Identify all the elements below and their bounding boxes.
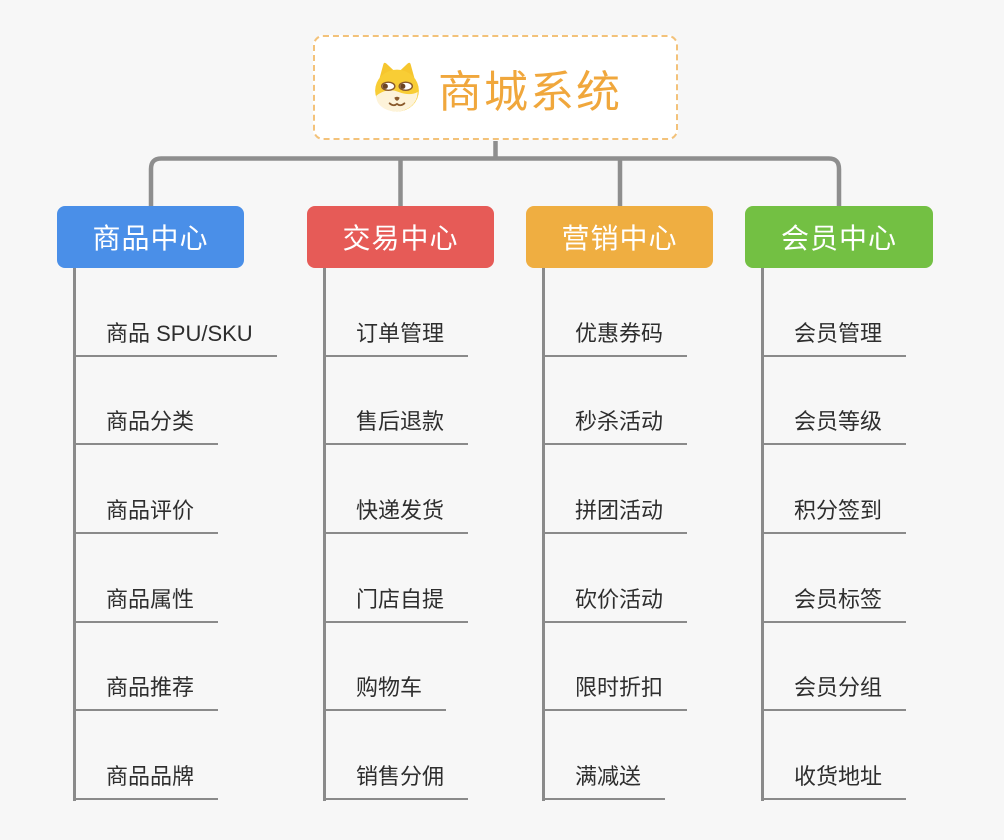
subtopic[interactable]: 订单管理 [323, 316, 469, 357]
subtopic-slot: 商品属性 [73, 534, 277, 623]
subtopic[interactable]: 快递发货 [323, 493, 469, 535]
subtopic[interactable]: 商品 SPU/SKU [73, 316, 277, 357]
subtopic[interactable]: 收货地址 [761, 759, 907, 801]
branch-items-member-center: 会员管理会员等级积分签到会员标签会员分组收货地址 [761, 268, 907, 801]
branch-product-center[interactable]: 商品中心 [57, 206, 244, 268]
subtopic[interactable]: 秒杀活动 [542, 404, 688, 446]
subtopic[interactable]: 会员管理 [761, 316, 907, 357]
subtopic-slot: 会员标签 [761, 534, 907, 623]
subtopic-slot: 会员等级 [761, 357, 907, 446]
subtopic-slot: 拼团活动 [542, 445, 688, 535]
subtopic-slot: 收货地址 [761, 711, 907, 801]
subtopic[interactable]: 优惠券码 [542, 316, 688, 357]
subtopic[interactable]: 商品推荐 [73, 670, 219, 712]
shiba-dog-icon [375, 62, 419, 112]
subtopic-slot: 商品推荐 [73, 623, 277, 712]
subtopic-slot: 商品评价 [73, 445, 277, 535]
root-topic-label: 商城系统 [438, 67, 622, 117]
subtopic-slot: 订单管理 [323, 268, 469, 357]
subtopic-slot: 满减送 [542, 711, 687, 801]
subtopic-slot: 秒杀活动 [542, 357, 688, 446]
branch-trunk-line [761, 268, 764, 801]
subtopic[interactable]: 购物车 [323, 670, 447, 712]
branch-trunk-line [323, 268, 326, 801]
branch-trunk-line [73, 268, 76, 801]
branch-trunk-line [542, 268, 545, 801]
subtopic-slot: 商品品牌 [73, 711, 277, 801]
subtopic-slot: 积分签到 [761, 445, 907, 535]
subtopic[interactable]: 商品分类 [73, 404, 219, 446]
subtopic-slot: 购物车 [323, 623, 468, 712]
root-topic[interactable]: 商城系统 [313, 35, 678, 140]
branch-items-trade-center: 订单管理售后退款快递发货门店自提购物车销售分佣 [323, 268, 469, 801]
subtopic[interactable]: 会员标签 [761, 582, 907, 623]
branch-trade-center[interactable]: 交易中心 [307, 206, 494, 268]
subtopic[interactable]: 拼团活动 [542, 493, 688, 535]
subtopic-slot: 限时折扣 [542, 623, 688, 712]
subtopic[interactable]: 售后退款 [323, 404, 469, 446]
branch-items-marketing-center: 优惠券码秒杀活动拼团活动砍价活动限时折扣满减送 [542, 268, 688, 801]
subtopic[interactable]: 会员等级 [761, 404, 907, 446]
branch-member-center[interactable]: 会员中心 [745, 206, 933, 268]
subtopic-slot: 会员管理 [761, 268, 907, 357]
subtopic[interactable]: 门店自提 [323, 582, 469, 623]
subtopic[interactable]: 商品评价 [73, 493, 219, 535]
subtopic[interactable]: 满减送 [542, 759, 666, 801]
subtopic-slot: 商品分类 [73, 357, 277, 446]
subtopic-slot: 快递发货 [323, 445, 469, 535]
subtopic[interactable]: 限时折扣 [542, 670, 688, 712]
subtopic[interactable]: 销售分佣 [323, 759, 469, 801]
subtopic[interactable]: 会员分组 [761, 670, 907, 712]
branch-items-product-center: 商品 SPU/SKU 商品分类商品评价商品属性商品推荐商品品牌 [73, 268, 277, 801]
subtopic[interactable]: 积分签到 [761, 493, 907, 535]
subtopic-slot: 砍价活动 [542, 534, 688, 623]
subtopic-slot: 会员分组 [761, 623, 907, 712]
subtopic-slot: 优惠券码 [542, 268, 688, 357]
branch-marketing-center[interactable]: 营销中心 [526, 206, 713, 268]
subtopic-slot: 门店自提 [323, 534, 469, 623]
subtopic-slot: 商品 SPU/SKU [73, 268, 277, 357]
subtopic[interactable]: 砍价活动 [542, 582, 688, 623]
subtopic-slot: 售后退款 [323, 357, 469, 446]
subtopic[interactable]: 商品品牌 [73, 759, 219, 801]
subtopic-slot: 销售分佣 [323, 711, 469, 801]
subtopic[interactable]: 商品属性 [73, 582, 219, 623]
